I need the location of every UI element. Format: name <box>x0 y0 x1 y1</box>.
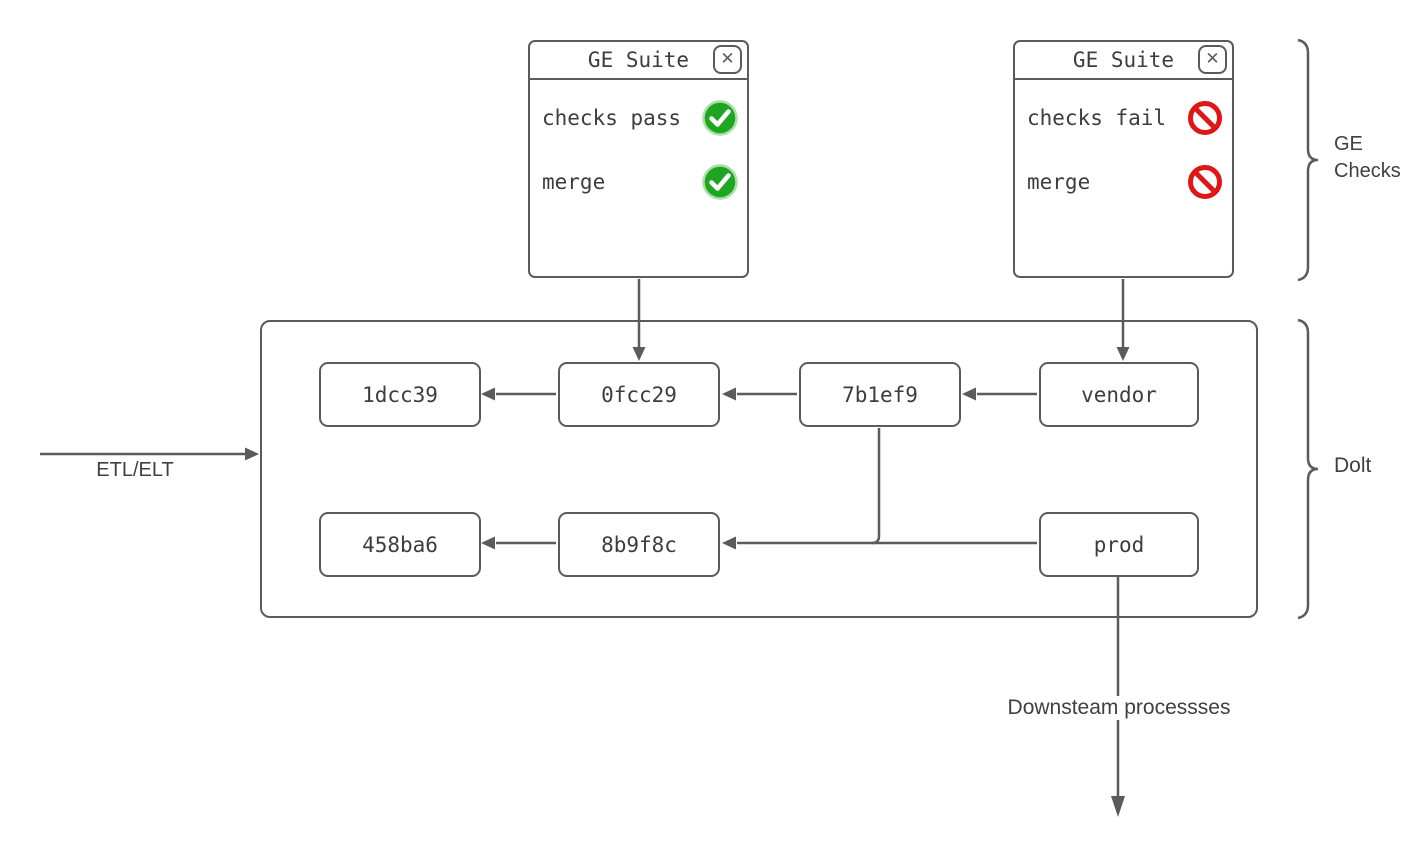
etl-label: ETL/ELT <box>96 459 174 481</box>
ge-checks-label-line1: GE <box>1334 133 1363 155</box>
window-title: GE Suite <box>1072 48 1175 72</box>
check-circle-icon <box>702 164 738 200</box>
window-titlebar: GE Suite ✕ <box>1015 42 1232 80</box>
ge-suite-window-pass: GE Suite ✕ checks pass merge <box>528 40 749 278</box>
check-row-label: merge <box>1027 170 1091 194</box>
close-icon[interactable]: ✕ <box>1198 45 1227 74</box>
commit-node-1dcc39: 1dcc39 <box>319 362 481 427</box>
arrowhead-down-downstream <box>1111 796 1125 817</box>
brace-ge-checks <box>1297 38 1319 282</box>
commit-node-458ba6: 458ba6 <box>319 512 481 577</box>
ge-checks-label-line2: Checks <box>1334 160 1401 182</box>
check-row: merge <box>542 162 739 202</box>
brace-dolt <box>1297 318 1319 620</box>
ge-suite-window-fail: GE Suite ✕ checks fail merge <box>1013 40 1234 278</box>
branch-node-vendor: vendor <box>1039 362 1199 427</box>
window-titlebar: GE Suite ✕ <box>530 42 747 80</box>
check-row-label: merge <box>542 170 606 194</box>
check-row: checks pass <box>542 98 739 138</box>
ge-checks-brace-label: GE Checks <box>1334 131 1401 185</box>
branch-node-prod: prod <box>1039 512 1199 577</box>
check-row: merge <box>1027 162 1224 202</box>
check-circle-icon <box>702 100 738 136</box>
commit-node-8b9f8c: 8b9f8c <box>558 512 720 577</box>
dolt-brace-label: Dolt <box>1334 454 1372 477</box>
commit-node-0fcc29: 0fcc29 <box>558 362 720 427</box>
commit-node-7b1ef9: 7b1ef9 <box>799 362 961 427</box>
close-icon[interactable]: ✕ <box>713 45 742 74</box>
downstream-label: Downsteam processses <box>999 696 1239 720</box>
check-row-label: checks pass <box>542 106 682 130</box>
check-row-label: checks fail <box>1027 106 1167 130</box>
window-title: GE Suite <box>587 48 690 72</box>
arrowhead-right-etl <box>245 447 259 461</box>
no-entry-icon <box>1188 165 1222 199</box>
no-entry-icon <box>1188 101 1222 135</box>
check-row: checks fail <box>1027 98 1224 138</box>
